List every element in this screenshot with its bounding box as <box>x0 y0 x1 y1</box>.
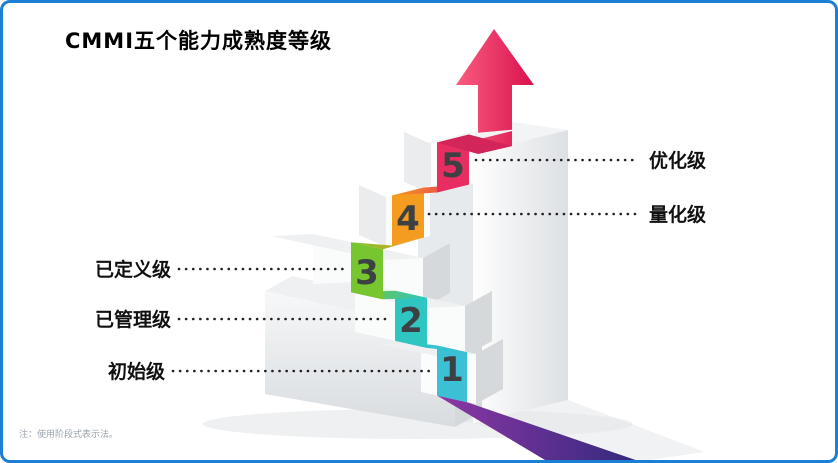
step-numbers: 1 2 3 4 5 <box>355 146 465 390</box>
step-4-number: 4 <box>396 199 420 239</box>
step-3-number: 3 <box>355 253 379 293</box>
level-1-label: 初始级 <box>108 360 165 383</box>
step-1-number: 1 <box>440 350 464 390</box>
level-labels: 初始级 已管理级 已定义级 量化级 优化级 <box>95 149 706 383</box>
ribbon-level-4 <box>392 187 424 246</box>
level-3-label: 已定义级 <box>95 258 171 281</box>
page-title: CMMI五个能力成熟度等级 <box>65 29 333 53</box>
step-3-side-face <box>423 243 450 308</box>
step-5-number: 5 <box>441 146 465 186</box>
step-2-number: 2 <box>399 301 423 341</box>
step-4-side-face <box>359 185 386 247</box>
ribbon-level-1 <box>437 345 467 403</box>
ribbon-tread-3-4 <box>351 237 424 250</box>
up-arrow-icon <box>456 29 534 154</box>
step-1-side-face <box>476 339 503 404</box>
staircase-diagram: 1 2 3 4 5 初始级 已管理级 已定义级 量化级 优化级 <box>95 29 706 460</box>
ribbon-fold-to-arrow <box>437 134 512 154</box>
leader-lines <box>171 158 639 373</box>
ground-shadow-right <box>473 400 705 460</box>
ribbon-tail <box>437 395 636 460</box>
level-4-label: 量化级 <box>649 203 706 226</box>
ribbon-level-2 <box>395 290 427 348</box>
level-5-label: 优化级 <box>649 149 706 172</box>
step-5-side-face <box>404 132 431 194</box>
ribbon-level-3 <box>351 242 383 300</box>
step-2-side-face <box>465 291 492 356</box>
level-2-label: 已管理级 <box>95 308 171 331</box>
step-3-top-face <box>271 234 423 260</box>
maturity-ribbon <box>351 134 636 460</box>
footnote: 注：使用阶段式表示法。 <box>19 430 119 440</box>
